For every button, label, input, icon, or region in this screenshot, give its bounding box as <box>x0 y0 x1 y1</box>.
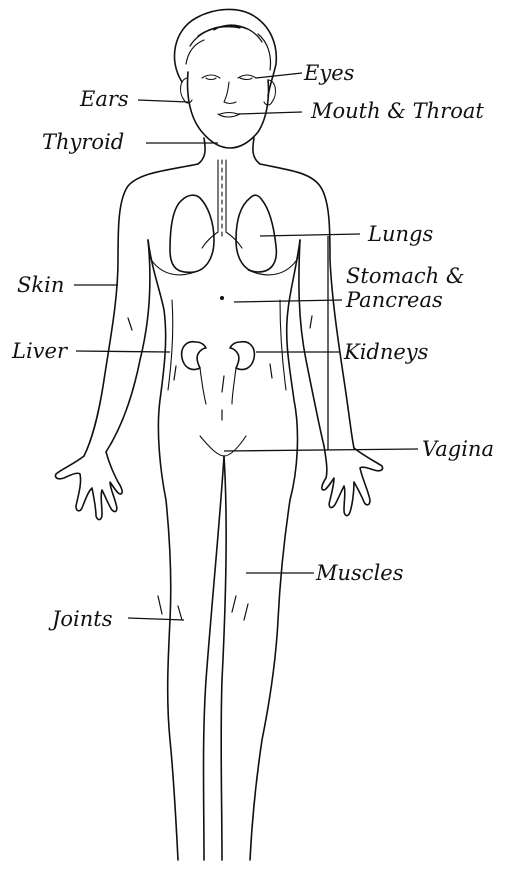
left-arm-inner <box>106 240 150 452</box>
stomach-pancreas-leader <box>234 300 342 302</box>
left-kidney <box>182 342 206 370</box>
right-ear <box>264 80 275 105</box>
right-eye <box>238 75 256 80</box>
pelvis <box>200 436 246 456</box>
label-mouth-throat: Mouth & Throat <box>310 99 484 123</box>
eyes-leader <box>256 73 302 78</box>
body-marks <box>128 316 312 620</box>
label-joints: Joints <box>48 607 113 631</box>
label-kidneys: Kidneys <box>343 340 429 364</box>
ureters <box>200 368 236 404</box>
right-shoulder-arm <box>260 164 354 448</box>
left-eye <box>202 75 220 80</box>
label-vagina: Vagina <box>422 437 494 461</box>
label-lungs: Lungs <box>367 222 433 246</box>
hair-strands <box>186 25 271 70</box>
label-liver: Liver <box>11 339 69 363</box>
vagina-leader <box>224 449 418 451</box>
right-kidney <box>230 342 254 370</box>
label-stomach-line2: Pancreas <box>345 288 443 312</box>
neck-left <box>198 138 205 164</box>
nose <box>224 82 236 104</box>
label-skin: Skin <box>17 273 64 297</box>
torso-right-side <box>250 240 300 860</box>
ears-leader <box>138 100 188 102</box>
leg-inner-right <box>221 456 226 860</box>
label-stomach-line1: Stomach & <box>346 264 465 288</box>
neck-right <box>253 138 260 164</box>
left-ear <box>181 78 192 103</box>
liver-leader <box>76 351 170 352</box>
label-ears: Ears <box>79 87 129 111</box>
abdomen-right <box>280 300 286 390</box>
right-lung <box>236 195 276 272</box>
right-arm-inner <box>299 240 324 446</box>
torso-left-side <box>148 240 178 860</box>
abdomen-left <box>168 300 173 390</box>
face-outline <box>188 72 269 148</box>
label-muscles: Muscles <box>315 561 404 585</box>
mouth-throat-leader <box>238 112 302 114</box>
label-eyes: Eyes <box>303 61 355 85</box>
left-lung <box>170 195 214 272</box>
left-shoulder-arm <box>84 164 198 456</box>
left-hand <box>55 452 122 520</box>
mouth <box>218 113 240 118</box>
joints-leader <box>128 618 184 620</box>
right-hand <box>322 446 383 516</box>
navel <box>220 296 224 300</box>
label-thyroid: Thyroid <box>42 130 124 154</box>
